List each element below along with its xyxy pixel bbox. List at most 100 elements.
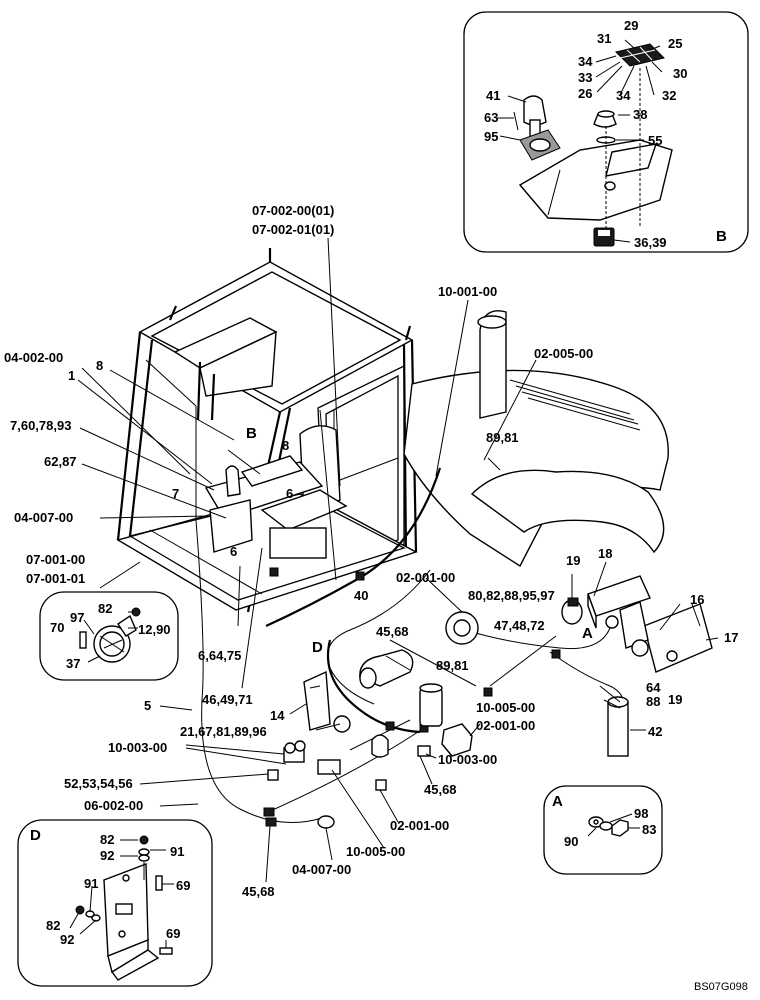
label-d-marker: D [312,639,323,656]
lamp-label-70: 70 [50,620,64,635]
label-42: 42 [648,724,662,739]
label-46-49-71: 46,49,71 [202,692,253,707]
console-body-part [518,139,673,221]
b-label-31: 31 [597,31,611,46]
key-switch-part [593,227,615,247]
b-label-95: 95 [484,129,498,144]
b-label-32: 32 [662,88,676,103]
label-harness-top: 10-001-00 [438,284,497,299]
d-label-92: 92 [100,848,114,863]
label-6b: 6 [230,544,237,559]
b-label-55: 55 [648,133,662,148]
detail-d-letter: D [30,827,41,844]
d-label-82b: 82 [46,918,60,933]
label-harness-bottom: 06-002-00 [84,798,143,813]
label-1: 1 [68,368,75,383]
label-8a: 8 [96,358,103,373]
lamp-inset: 82 97 70 12,90 37 [39,591,179,681]
d-label-91b: 91 [84,876,98,891]
label-harness-pcb: 02-001-00 [476,718,535,733]
label-harness-mid: 10-005-00 [476,700,535,715]
knob-part [593,110,617,144]
label-harness-main: 02-001-00 [396,570,455,585]
drawing-code: BS07G098 [694,981,748,993]
joystick-part [513,95,561,161]
b-label-33: 33 [578,70,592,85]
label-19b: 19 [668,692,682,707]
detail-a-letter: A [552,793,563,810]
a-label-98: 98 [634,806,648,821]
label-62-87: 62,87 [44,454,77,469]
label-6-64-75: 6,64,75 [198,648,241,663]
cab-assembly [116,248,418,613]
label-clip: 04-007-00 [14,510,73,525]
label-harness-right: 10-003-00 [438,752,497,767]
label-88: 88 [646,694,660,709]
harness-components [265,575,713,829]
label-seat: 07-001-00 [26,552,85,567]
detail-a-inset: A 98 90 83 [543,785,663,875]
label-fender: 02-005-00 [534,346,593,361]
label-17: 17 [724,630,738,645]
lamp-label-82: 82 [98,601,112,616]
label-80-82-88: 80,82,88,95,97 [468,588,555,603]
d-label-91: 91 [170,844,184,859]
side-console-part [204,455,324,553]
lamp-label-37: 37 [66,656,80,671]
label-5: 5 [144,698,151,713]
a-label-90: 90 [564,834,578,849]
label-89-81b: 89,81 [436,658,469,673]
label-harness-low: 02-001-00 [390,818,449,833]
seat-part [260,425,348,559]
b-label-36-39: 36,39 [634,235,667,250]
b-label-29: 29 [624,18,638,33]
label-16: 16 [690,592,704,607]
label-clip-bottom: 04-007-00 [292,862,351,877]
label-47-48-72: 47,48,72 [494,618,545,633]
detail-d-inset: D 82 91 92 91 69 82 92 69 [17,819,213,987]
a-label-83: 83 [642,822,656,837]
label-frame: 04-002-00 [4,350,63,365]
label-a-marker: A [582,625,593,642]
label-52-53: 52,53,54,56 [64,776,133,791]
b-label-34b: 34 [616,88,631,103]
label-18: 18 [598,546,612,561]
label-14: 14 [270,708,285,723]
label-7: 7 [172,486,179,501]
label-40: 40 [354,588,368,603]
leader-lines [77,237,719,883]
lamp-label-12-90: 12,90 [138,622,171,637]
detail-b-inset: 29 31 25 34 33 30 26 34 32 41 38 63 95 5… [463,11,749,253]
d-label-69: 69 [176,878,190,893]
b-label-34: 34 [578,54,593,69]
label-harness-left: 10-003-00 [108,740,167,755]
label-8b: 8 [282,438,289,453]
label-b-marker: B [246,425,257,442]
label-19a: 19 [566,553,580,568]
d-label-82: 82 [100,832,114,847]
b-label-38: 38 [633,107,647,122]
label-45-68b: 45,68 [424,782,457,797]
d-label-69b: 69 [166,926,180,941]
label-cab-part-alt: 07-002-01(01) [252,222,334,237]
fender-part [403,310,669,568]
b-label-63: 63 [484,110,498,125]
lamp-label-97: 97 [70,610,84,625]
label-64: 64 [646,680,661,695]
d-label-92b: 92 [60,932,74,947]
main-labels: 07-002-00(01) 07-002-01(01) 10-001-00 02… [4,203,738,899]
label-harness-low2: 10-005-00 [346,844,405,859]
label-cab-part: 07-002-00(01) [252,203,334,218]
label-45-68a: 45,68 [376,624,409,639]
label-21-67: 21,67,81,89,96 [180,724,267,739]
b-label-26: 26 [578,86,592,101]
b-label-30: 30 [673,66,687,81]
label-6a: 6 [286,486,293,501]
label-7-60-78-93: 7,60,78,93 [10,418,71,433]
label-seat-alt: 07-001-01 [26,571,85,586]
b-label-25: 25 [668,36,682,51]
b-label-41: 41 [486,88,500,103]
detail-b-letter: B [716,228,727,245]
label-89-81a: 89,81 [486,430,519,445]
